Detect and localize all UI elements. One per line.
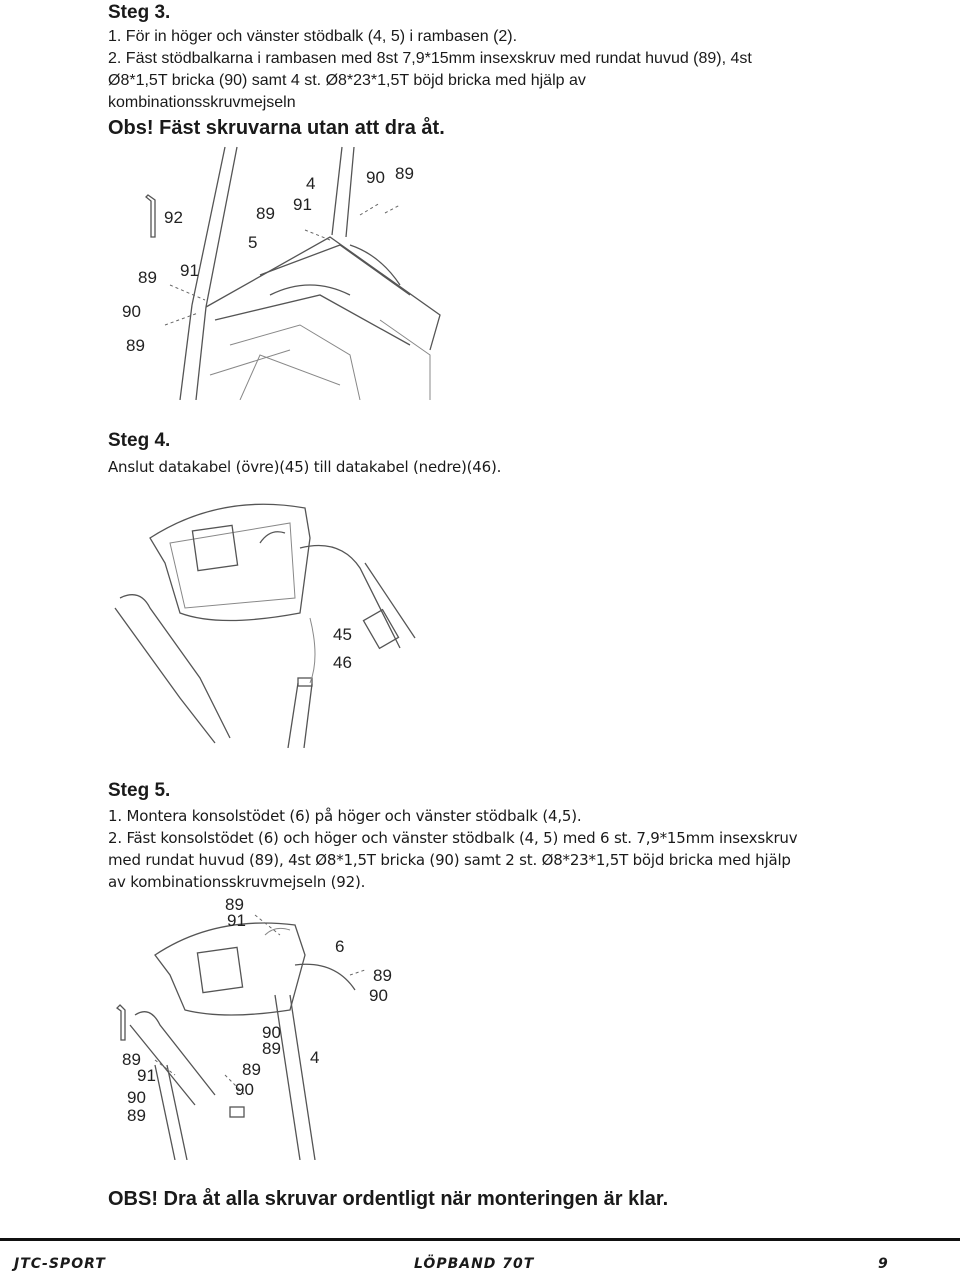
step3-callout-4: 4 — [306, 174, 315, 193]
footer-page-number: 9 — [878, 1256, 889, 1272]
step4-heading: Steg 4. — [108, 430, 171, 451]
step5-callout-6: 6 — [335, 937, 344, 956]
step3-callout-89a: 89 — [395, 164, 414, 183]
footer-product: LÖPBAND 70T — [414, 1256, 535, 1272]
step5-callout-89f: 89 — [127, 1106, 146, 1125]
step5-callout-91a: 91 — [227, 911, 246, 930]
step3-item2-line3: kombinationsskruvmejseln — [108, 94, 296, 111]
step5-callout-89d: 89 — [122, 1050, 141, 1069]
step5-callout-89a: 89 — [225, 895, 244, 914]
step5-callout-89c: 89 — [262, 1039, 281, 1058]
final-note: OBS! Dra åt alla skruvar ordentligt när … — [108, 1188, 669, 1210]
step3-note: Obs! Fäst skruvarna utan att dra åt. — [108, 117, 445, 139]
step5-item1: 1. Montera konsolstödet (6) på höger och… — [108, 807, 582, 825]
step5-console-support-figure: 89 91 6 89 90 90 89 4 89 91 89 90 90 89 — [116, 895, 392, 1160]
step5-callout-90c: 90 — [235, 1080, 254, 1099]
step5-callout-89b: 89 — [373, 966, 392, 985]
step3-callout-90b: 90 — [122, 302, 141, 321]
step5-callout-90a: 90 — [369, 986, 388, 1005]
step3-callout-91b: 91 — [180, 261, 199, 280]
step5-item2-line3: av kombinationsskruvmejseln (92). — [108, 873, 366, 891]
step4-callout-45: 45 — [333, 625, 352, 644]
step3-item2-line1: 2. Fäst stödbalkarna i rambasen med 8st … — [108, 50, 752, 67]
step4-console-figure: 45 46 — [114, 503, 416, 748]
step3-callout-91a: 91 — [293, 195, 312, 214]
footer-rule — [0, 1238, 960, 1241]
step4-callout-46: 46 — [333, 653, 352, 672]
step5-heading: Steg 5. — [108, 780, 171, 801]
step5-callout-89e: 89 — [242, 1060, 261, 1079]
step5-callout-4: 4 — [310, 1048, 319, 1067]
step3-callout-89b: 89 — [256, 204, 275, 223]
footer-brand: JTC-SPORT — [14, 1256, 106, 1272]
step4-text: Anslut datakabel (övre)(45) till datakab… — [108, 458, 502, 476]
step3-item1: 1. För in höger och vänster stödbalk (4,… — [108, 28, 518, 45]
step5-callout-90b: 90 — [262, 1023, 281, 1042]
step3-callout-89c: 89 — [138, 268, 157, 287]
step3-item2-line2: Ø8*1,5T bricka (90) samt 4 st. Ø8*23*1,5… — [108, 72, 586, 89]
step5-callout-91b: 91 — [137, 1066, 156, 1085]
step5-callout-90d: 90 — [127, 1088, 146, 1107]
step5-item2-line2: med rundat huvud (89), 4st Ø8*1,5T brick… — [108, 851, 791, 869]
step5-item2-line1: 2. Fäst konsolstödet (6) och höger och v… — [108, 829, 798, 847]
step3-callout-90: 90 — [366, 168, 385, 187]
step3-callout-92: 92 — [164, 208, 183, 227]
step3-assembly-figure: 4 90 89 92 89 91 5 89 91 90 89 — [122, 146, 441, 400]
step3-callout-5: 5 — [248, 233, 257, 252]
step3-callout-89d: 89 — [126, 336, 145, 355]
step3-heading: Steg 3. — [108, 2, 171, 23]
